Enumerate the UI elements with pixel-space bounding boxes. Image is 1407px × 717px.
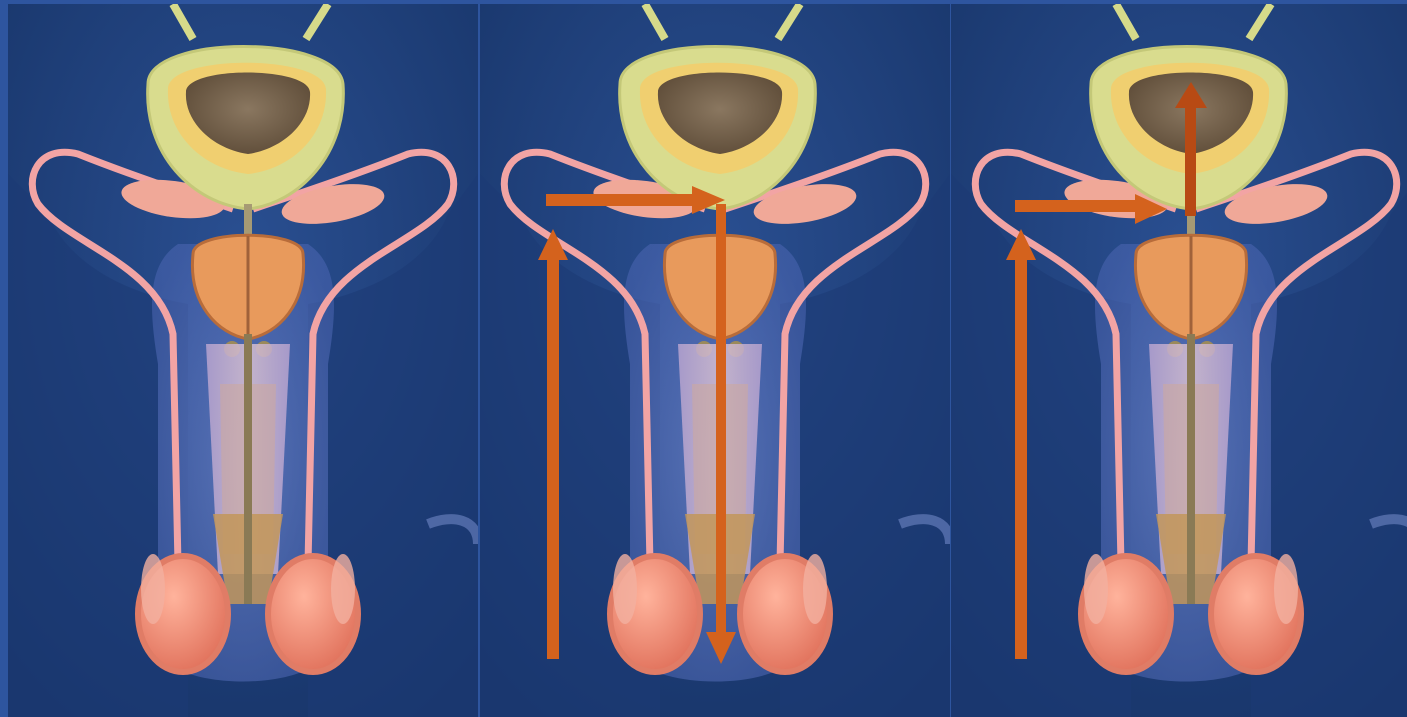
anatomy-illustration [480,4,950,717]
anatomy-panel-3 [951,4,1407,717]
anatomy-panel-2 [480,4,950,717]
anatomy-panel-1 [8,4,478,717]
anatomy-illustration [951,4,1407,717]
anatomy-illustration [8,4,478,717]
